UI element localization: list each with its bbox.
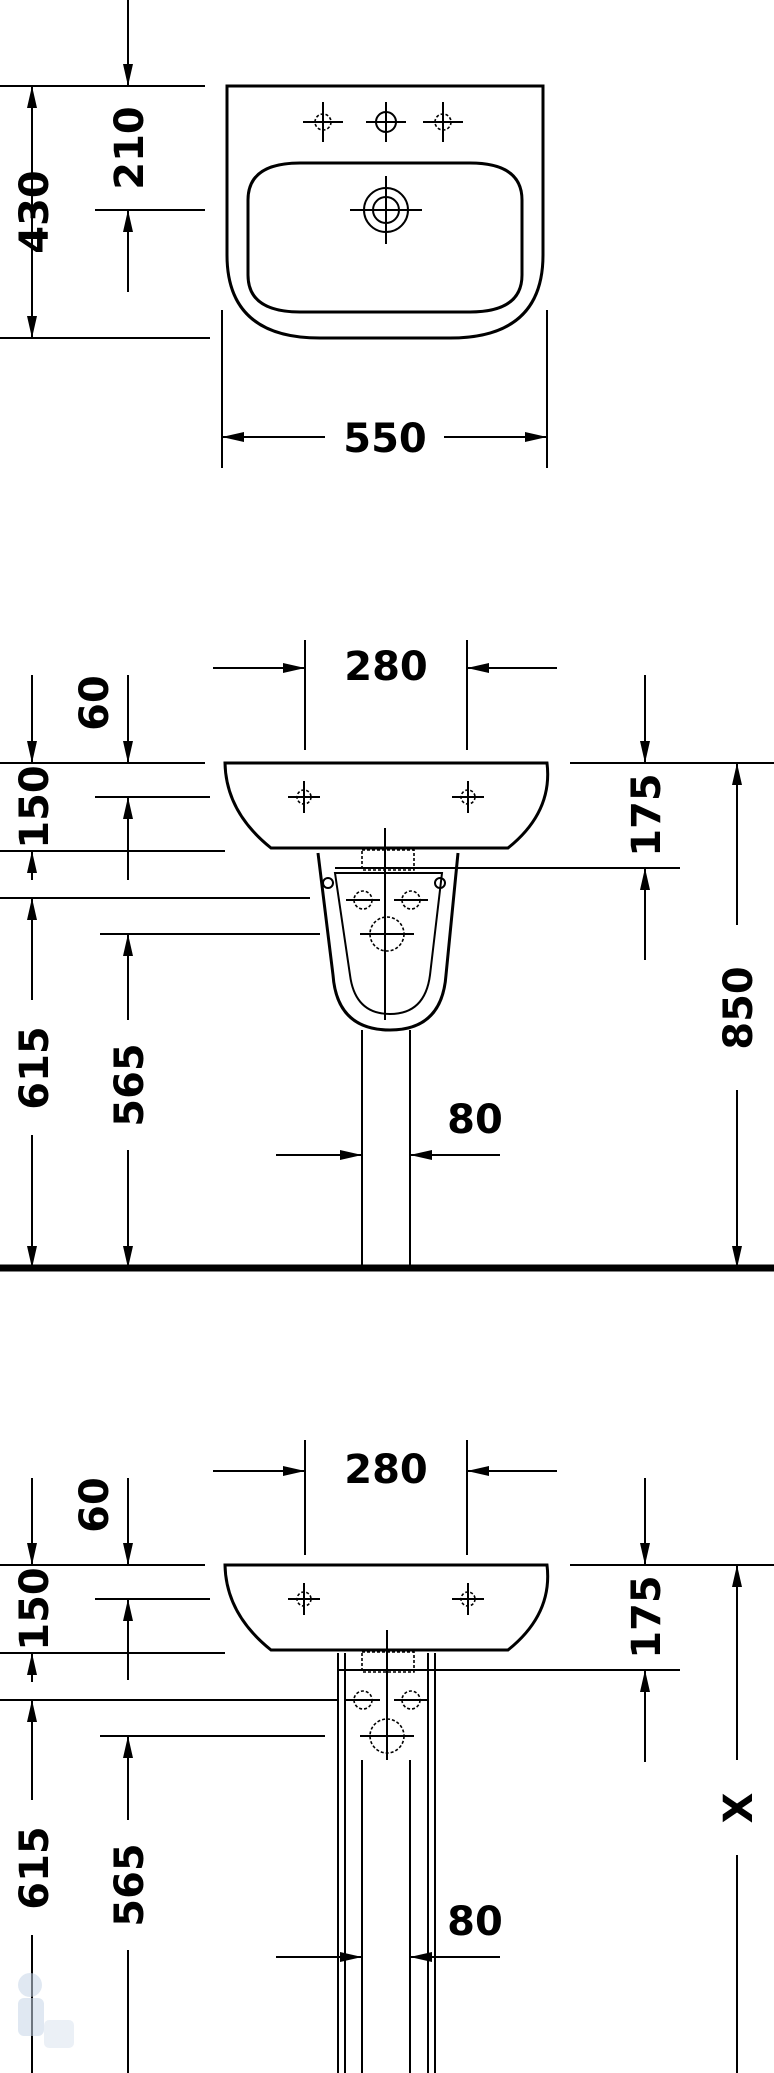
top-view: 430 210 550 [0,0,548,468]
dim-150-text: 150 [12,765,58,849]
dim-80: 80 [276,1097,503,1160]
dim-60-b-text: 60 [72,1477,118,1533]
dim-60: 60 [72,675,210,880]
front-drain-pipe [361,1030,411,1268]
dim-280-b-text: 280 [344,1447,428,1493]
dim-80-b-text: 80 [447,1899,503,1945]
basin-pedestal-outline [223,1563,550,1652]
dim-280: 280 [213,640,557,750]
dim-175-b-text: 175 [624,1575,670,1659]
dim-150-b-text: 150 [12,1567,58,1651]
dim-280-text: 280 [344,644,428,690]
dim-60-b: 60 [72,1477,210,1680]
dim-850-text: 850 [716,966,762,1050]
dim-565-b: 565 [100,1735,325,2073]
pedestal-drain-pipe [361,1760,411,2073]
dim-150: 150 [0,675,225,880]
dim-175-b: 175 [570,1478,774,1762]
dim-x: X [716,1565,762,2073]
watermark-logo [18,1973,74,2048]
dim-615-text: 615 [12,1026,58,1110]
dim-80-b: 80 [276,1899,503,1962]
dim-550-text: 550 [343,416,427,462]
dim-175: 175 [570,675,774,960]
dim-615-b-text: 615 [12,1826,58,1910]
dim-210-text: 210 [107,106,153,190]
dim-150-b: 150 [0,1478,225,1682]
basin-front-outline [223,761,550,850]
dim-565-text: 565 [107,1043,153,1127]
dim-175-text: 175 [624,773,670,857]
semi-pedestal [316,828,680,1032]
front-view: 280 60 150 615 [0,640,774,1272]
front-tap-marks [288,781,484,813]
dim-550: 550 [221,310,548,468]
tap-holes [303,102,463,142]
dim-615: 615 [0,897,310,1268]
pedestal-column [337,1630,680,2073]
basin-top-outline [225,84,545,340]
dim-x-text: X [716,1792,762,1823]
dim-280-b: 280 [213,1440,557,1555]
dim-60-text: 60 [72,675,118,731]
dim-565: 565 [100,933,320,1268]
dim-430-text: 430 [12,170,58,254]
dim-850: 850 [716,763,762,1268]
pedestal-tap-marks [288,1583,484,1615]
pedestal-view: 280 60 150 615 [0,1440,774,2073]
drain [350,176,422,244]
dim-80-text: 80 [447,1097,503,1143]
dim-615-b: 615 [0,1699,338,2073]
dim-210: 210 [95,0,205,292]
dim-430: 430 [0,85,210,339]
dim-565-b-text: 565 [107,1843,153,1927]
